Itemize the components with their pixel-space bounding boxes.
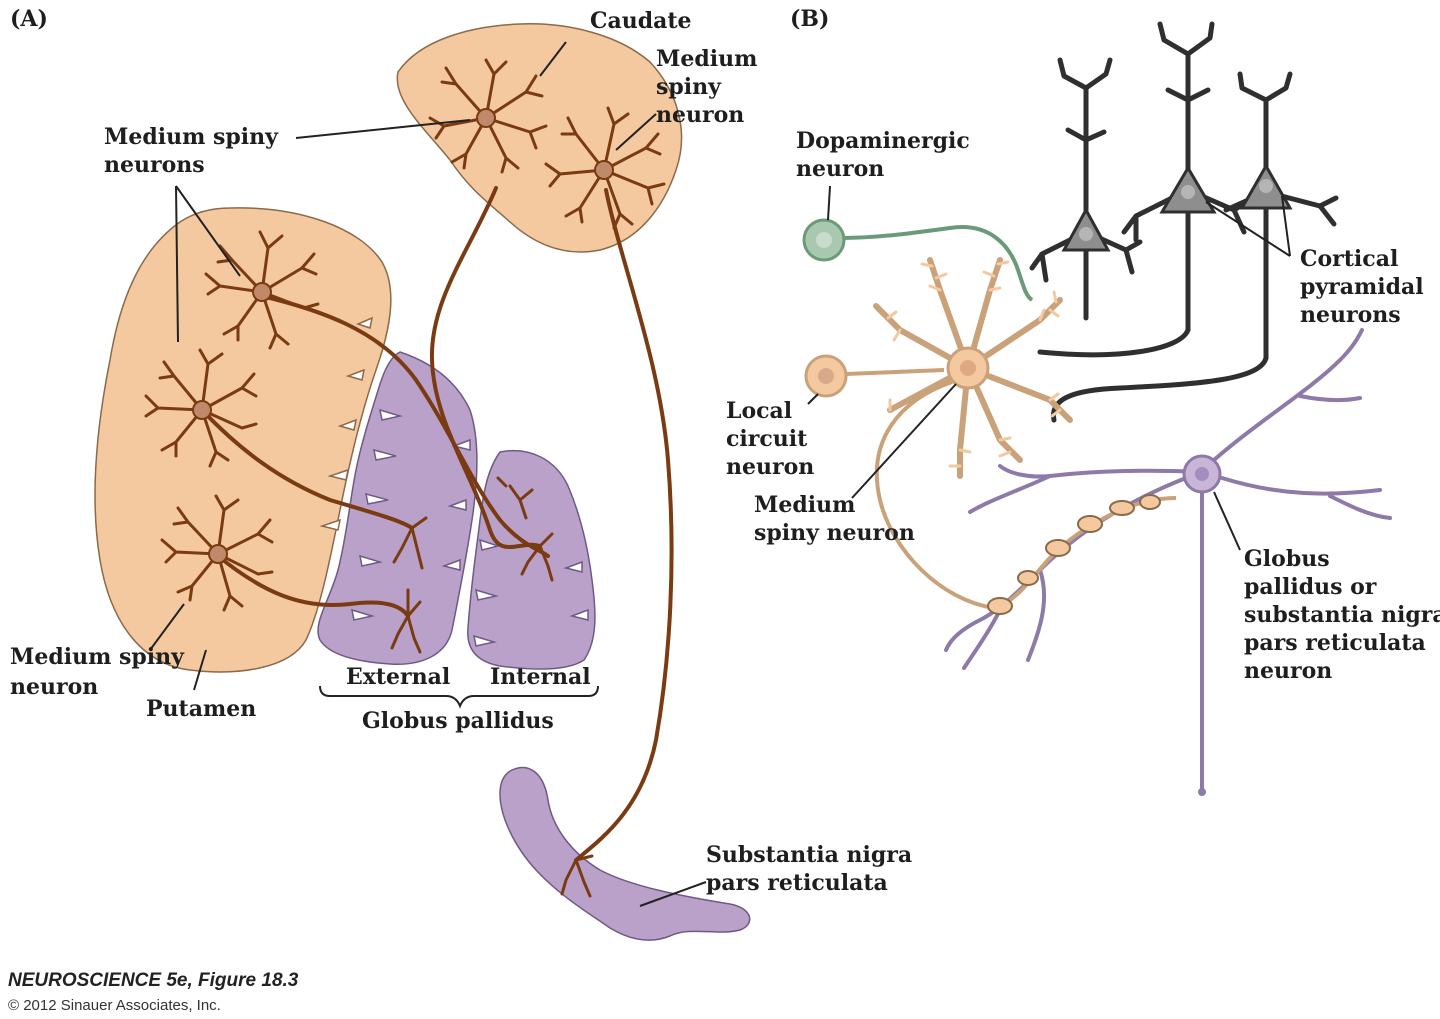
dopaminergic-label-line2: neuron — [796, 156, 884, 182]
local-circuit-label-line1: Local — [726, 398, 792, 424]
msn-putamen-lower — [160, 494, 274, 612]
medium-spiny-neuron-b — [873, 257, 1073, 479]
gp-external-notches — [351, 408, 471, 621]
caudate-msn-label-line2: spiny — [656, 74, 722, 100]
credit-title: NEUROSCIENCE 5e, Figure 18.3 — [8, 970, 299, 991]
msn-axon-terminals — [874, 380, 1177, 615]
gp-external-shape — [317, 351, 478, 665]
figure-credit: NEUROSCIENCE 5e, Figure 18.3 © 2012 Sina… — [8, 970, 299, 1014]
snr-label-line1: Substantia nigra — [706, 842, 912, 868]
striatal-axons — [200, 186, 674, 862]
axon-terminals — [390, 476, 594, 898]
gp-snr-label-line4: pars reticulata — [1244, 630, 1426, 656]
putamen-shape — [94, 207, 392, 673]
globus-pallidus-label: Globus pallidus — [362, 708, 554, 734]
msn-caudate-2 — [544, 106, 666, 230]
panel-b: (B) Dopaminergic neuron Cortical pyramid… — [726, 6, 1440, 796]
cortical-label-line1: Cortical — [1300, 246, 1398, 272]
cortical-label-line2: pyramidal — [1300, 274, 1424, 300]
panel-b-label: (B) — [790, 6, 829, 32]
caudate-msn-label-line3: neuron — [656, 102, 744, 128]
dopaminergic-label-line1: Dopaminergic — [796, 128, 970, 154]
local-circuit-label-line2: circuit — [726, 426, 808, 452]
msn-putamen-upper — [204, 230, 320, 350]
gp-snr-label-line1: Globus — [1244, 546, 1330, 572]
caudate-msn-label-line1: Medium — [656, 46, 757, 72]
msn-putamen-middle — [144, 348, 258, 468]
local-circuit-neuron — [804, 354, 945, 398]
msn-b-label-line1: Medium — [754, 492, 855, 518]
putamen-msn-label-line2: neuron — [10, 674, 98, 700]
dopaminergic-neuron — [802, 218, 1034, 302]
local-circuit-label-line3: neuron — [726, 454, 814, 480]
panel-b-leaders — [807, 185, 1291, 551]
caudate-label: Caudate — [590, 8, 692, 34]
putamen-label: Putamen — [146, 696, 256, 722]
panel-a-label: (A) — [10, 6, 48, 32]
gp-external-label: External — [346, 664, 450, 690]
gp-internal-label: Internal — [490, 664, 591, 690]
putamen-notches — [319, 316, 374, 531]
caudate-shape — [396, 23, 683, 253]
cortical-pyramidal-neurons — [1029, 21, 1339, 423]
msn-b-label-line2: spiny neuron — [754, 520, 915, 546]
msn-caudate-1 — [428, 58, 548, 174]
panel-a: (A) Caudate Medium spiny neuron Medium s… — [10, 6, 912, 941]
cortical-label-line3: neurons — [1300, 302, 1401, 328]
gp-snr-label-line3: substantia nigra — [1244, 602, 1440, 628]
globus-pallidus-brace — [319, 685, 599, 709]
snr-shape — [499, 766, 751, 941]
msn-plural-label-line1: Medium spiny — [104, 124, 279, 150]
panel-a-leaders — [149, 41, 707, 907]
gp-internal-notches — [473, 538, 589, 647]
putamen-msn-label-line1: Medium spiny — [10, 644, 185, 670]
gp-snr-label-line2: pallidus or — [1244, 574, 1377, 600]
snr-label-line2: pars reticulata — [706, 870, 888, 896]
credit-copyright: © 2012 Sinauer Associates, Inc. — [8, 997, 221, 1014]
gp-snr-label-line5: neuron — [1244, 658, 1332, 684]
msn-plural-label-line2: neurons — [104, 152, 205, 178]
